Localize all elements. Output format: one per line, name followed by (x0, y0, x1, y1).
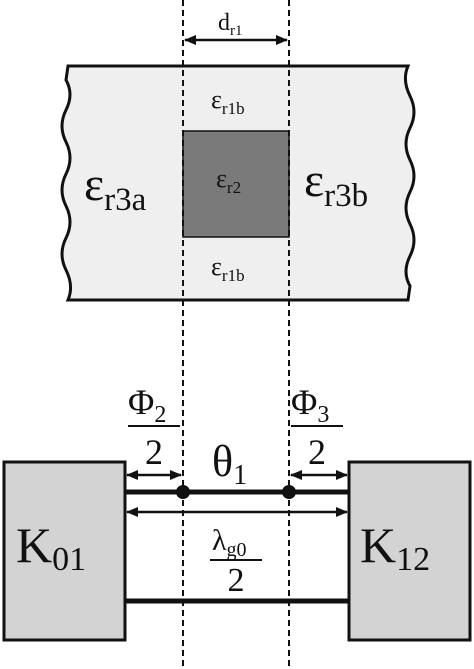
lambda-numerator: λg0 (212, 524, 247, 561)
k01-block (2, 460, 127, 642)
theta1-label: θ1 (212, 437, 247, 491)
phi2-denominator: 2 (145, 432, 163, 472)
eps-r2-insert (182, 130, 290, 238)
eps-r1b-top-label: εr1b (211, 85, 245, 118)
eps-r2-label: εr2 (216, 164, 241, 197)
k01-label: K01 (16, 517, 86, 578)
phi3-denominator: 2 (308, 432, 326, 472)
dr1-label: dr1 (218, 10, 243, 39)
lambda-denominator: 2 (228, 562, 245, 599)
eps-r1b-bottom-label: εr1b (211, 252, 245, 285)
phi2-numerator: Φ2 (128, 382, 166, 428)
k12-block (347, 460, 472, 642)
eps-r3b-label: εr3b (304, 154, 368, 214)
eps-r3a-label: εr3a (84, 158, 147, 218)
junction-dot-left (176, 485, 190, 499)
k12-label: K12 (360, 517, 430, 578)
phi3-numerator: Φ3 (291, 382, 329, 428)
junction-dot-right (282, 485, 296, 499)
